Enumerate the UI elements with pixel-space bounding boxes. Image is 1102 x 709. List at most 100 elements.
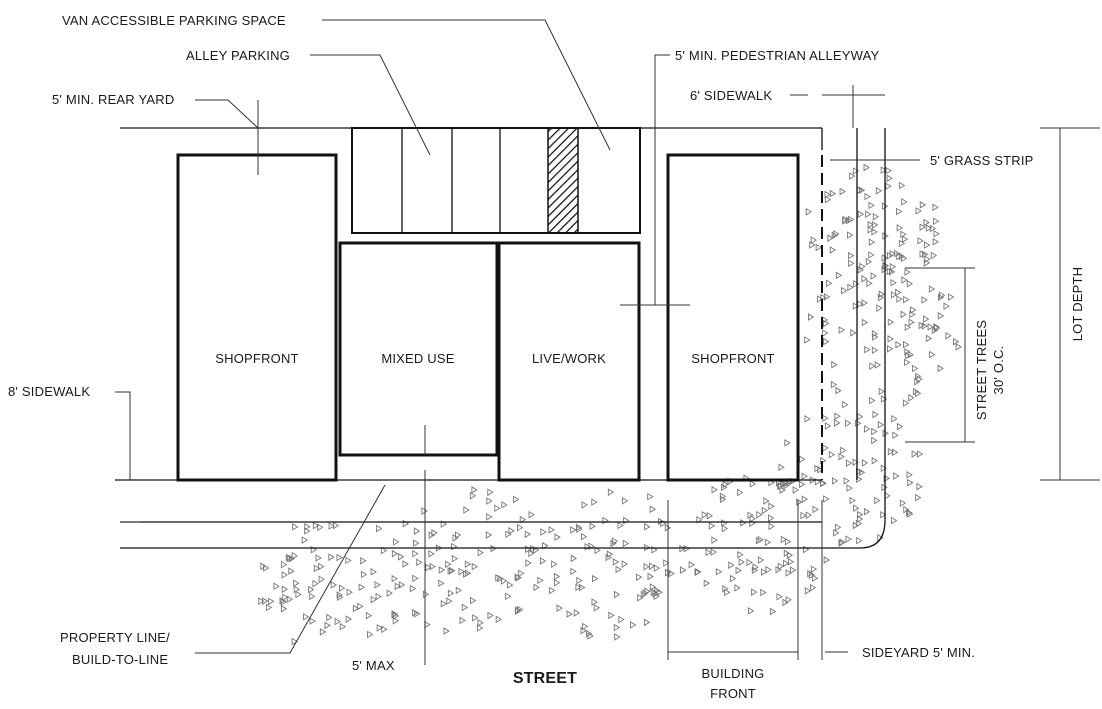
tree-leaf-mark — [761, 506, 769, 515]
tree-leaf-mark — [715, 567, 723, 576]
tree-leaf-mark — [808, 313, 815, 321]
tree-leaf-mark — [777, 562, 785, 571]
tree-leaf-mark — [868, 251, 875, 259]
tree-leaf-mark — [360, 570, 368, 579]
tree-leaf-mark — [273, 582, 280, 591]
tree-leaf-mark — [812, 505, 819, 514]
tree-leaf-mark — [308, 585, 315, 594]
tree-leaf-mark — [955, 343, 962, 351]
tree-leaf-mark — [824, 190, 831, 199]
tree-leaf-mark — [822, 329, 829, 337]
tree-leaf-mark — [779, 486, 786, 494]
tree-leaf-mark — [786, 551, 794, 560]
tree-leaf-mark — [846, 484, 853, 492]
tree-leaf-mark — [580, 626, 587, 635]
tree-leaf-mark — [593, 603, 601, 612]
tree-leaf-mark — [737, 488, 744, 497]
tree-leaf-mark — [923, 315, 930, 323]
tree-leaf-mark — [579, 583, 586, 592]
tree-leaf-mark — [518, 569, 525, 578]
tree-leaf-mark — [835, 271, 843, 280]
tree-leaf-mark — [422, 590, 430, 599]
tree-leaf-mark — [425, 563, 432, 572]
tree-leaf-mark — [878, 387, 885, 396]
tree-leaf-mark — [905, 508, 913, 517]
tree-leaf-mark — [933, 229, 940, 238]
tree-leaf-mark — [485, 531, 493, 539]
tree-leaf-mark — [900, 310, 907, 319]
tree-leaf-mark — [487, 488, 494, 497]
tree-leaf-mark — [309, 592, 316, 601]
tree-leaf-mark — [280, 560, 288, 569]
tree-leaf-mark — [886, 174, 893, 183]
tree-leaf-mark — [839, 187, 846, 196]
tree-leaf-mark — [925, 334, 933, 343]
tree-leaf-mark — [783, 549, 791, 558]
tree-leaf-mark — [929, 350, 936, 359]
tree-leaf-mark — [412, 549, 419, 558]
tree-leaf-mark — [556, 604, 563, 612]
tree-leaf-mark — [834, 523, 842, 532]
tree-leaf-mark — [495, 615, 503, 624]
tree-leaf-mark — [861, 318, 869, 327]
tree-leaf-mark — [711, 485, 718, 494]
tree-leaf-mark — [842, 217, 849, 225]
tree-leaf-mark — [392, 616, 400, 625]
tree-leaf-mark — [861, 459, 869, 467]
tree-leaf-mark — [586, 629, 593, 638]
tree-leaf-mark — [922, 250, 929, 259]
tree-leaf-mark — [809, 583, 817, 592]
tree-leaf-mark — [877, 420, 885, 429]
tree-leaf-mark — [505, 530, 512, 538]
tree-leaf-mark — [622, 539, 630, 548]
tree-leaf-mark — [757, 556, 765, 564]
tree-leaf-mark — [486, 497, 493, 505]
tree-leaf-mark — [721, 483, 728, 492]
tree-leaf-mark — [508, 527, 515, 535]
tree-leaf-mark — [751, 566, 759, 574]
tree-leaf-mark — [440, 599, 448, 608]
tree-leaf-mark — [618, 615, 625, 624]
tree-leaf-mark — [454, 531, 462, 539]
tree-leaf-mark — [339, 622, 347, 631]
tree-leaf-mark — [429, 562, 437, 571]
tree-leaf-mark — [376, 624, 384, 632]
tree-leaf-mark — [868, 238, 876, 246]
building-front-label: BUILDING — [701, 666, 764, 681]
tree-leaf-mark — [907, 510, 914, 518]
tree-leaf-mark — [846, 216, 853, 225]
tree-leaf-mark — [901, 198, 908, 206]
tree-leaf-mark — [934, 324, 941, 332]
tree-leaf-mark — [827, 234, 834, 242]
tree-leaf-mark — [640, 590, 648, 599]
tree-leaf-mark — [507, 581, 514, 589]
tree-leaf-mark — [933, 323, 940, 331]
tree-leaf-mark — [871, 427, 878, 436]
tree-leaf-mark — [882, 261, 890, 270]
tree-leaf-mark — [455, 586, 463, 595]
tree-leaf-mark — [937, 311, 945, 320]
tree-leaf-mark — [570, 526, 577, 534]
tree-leaf-mark — [831, 360, 838, 369]
shopfront-left-label: SHOPFRONT — [215, 351, 298, 366]
tree-leaf-mark — [874, 361, 882, 369]
tree-leaf-mark — [542, 541, 549, 550]
tree-leaf-mark — [315, 554, 322, 562]
alley-parking-label: ALLEY PARKING — [186, 48, 290, 63]
tree-leaf-mark — [853, 280, 860, 288]
tree-leaf-mark — [838, 452, 845, 461]
tree-leaf-mark — [589, 522, 596, 531]
tree-leaf-mark — [889, 262, 897, 271]
tree-leaf-mark — [477, 548, 484, 557]
tree-leaf-mark — [649, 505, 657, 514]
tree-leaf-mark — [891, 448, 899, 457]
tree-leaf-mark — [394, 582, 402, 591]
tree-leaf-mark — [921, 322, 928, 330]
tree-leaf-mark — [328, 522, 335, 530]
tree-leaf-mark — [464, 560, 472, 568]
tree-leaf-mark — [756, 510, 763, 519]
tree-leaf-mark — [551, 560, 558, 568]
tree-leaf-mark — [621, 560, 629, 568]
tree-leaf-mark — [760, 568, 768, 576]
tree-leaf-mark — [566, 610, 573, 618]
